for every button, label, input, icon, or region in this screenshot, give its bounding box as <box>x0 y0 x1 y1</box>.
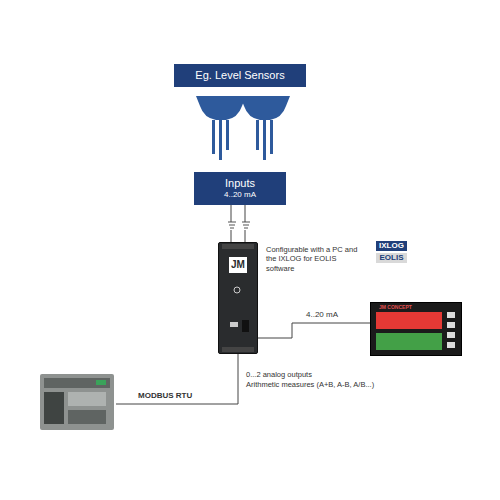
logo-eolis: EOLIS <box>376 253 407 263</box>
level-sensor <box>196 96 290 160</box>
converter-module: JM <box>218 242 258 354</box>
title-box: Eg. Level Sensors <box>174 64 306 87</box>
node-title: JM <box>229 257 247 273</box>
modbus-wire <box>116 354 238 404</box>
display-unit: JM CONCEPT <box>370 302 462 356</box>
bus-label: MODBUS RTU <box>138 391 192 401</box>
output-note: Arithmetic measures (A+B, A-B, A/B...) <box>246 380 374 389</box>
connector <box>231 205 245 242</box>
logo-ixlog: IXLOG <box>376 241 407 251</box>
node-subtitle: 4..20 mA <box>208 190 272 200</box>
output-note: 0...2 analog outputs <box>246 370 312 379</box>
node-title: Eg. Level Sensors <box>188 69 292 82</box>
edge-label: 4..20 mA <box>304 310 340 319</box>
note-text: Configurable with a PC and the IXLOG for… <box>266 245 366 273</box>
node-title: JM CONCEPT <box>379 304 412 310</box>
input-box: Inputs4..20 mA <box>194 172 286 205</box>
display-panels <box>370 302 462 356</box>
node-title: Inputs <box>208 177 272 190</box>
connector <box>258 323 370 338</box>
plug-symbol <box>228 222 250 228</box>
plc <box>40 374 114 430</box>
